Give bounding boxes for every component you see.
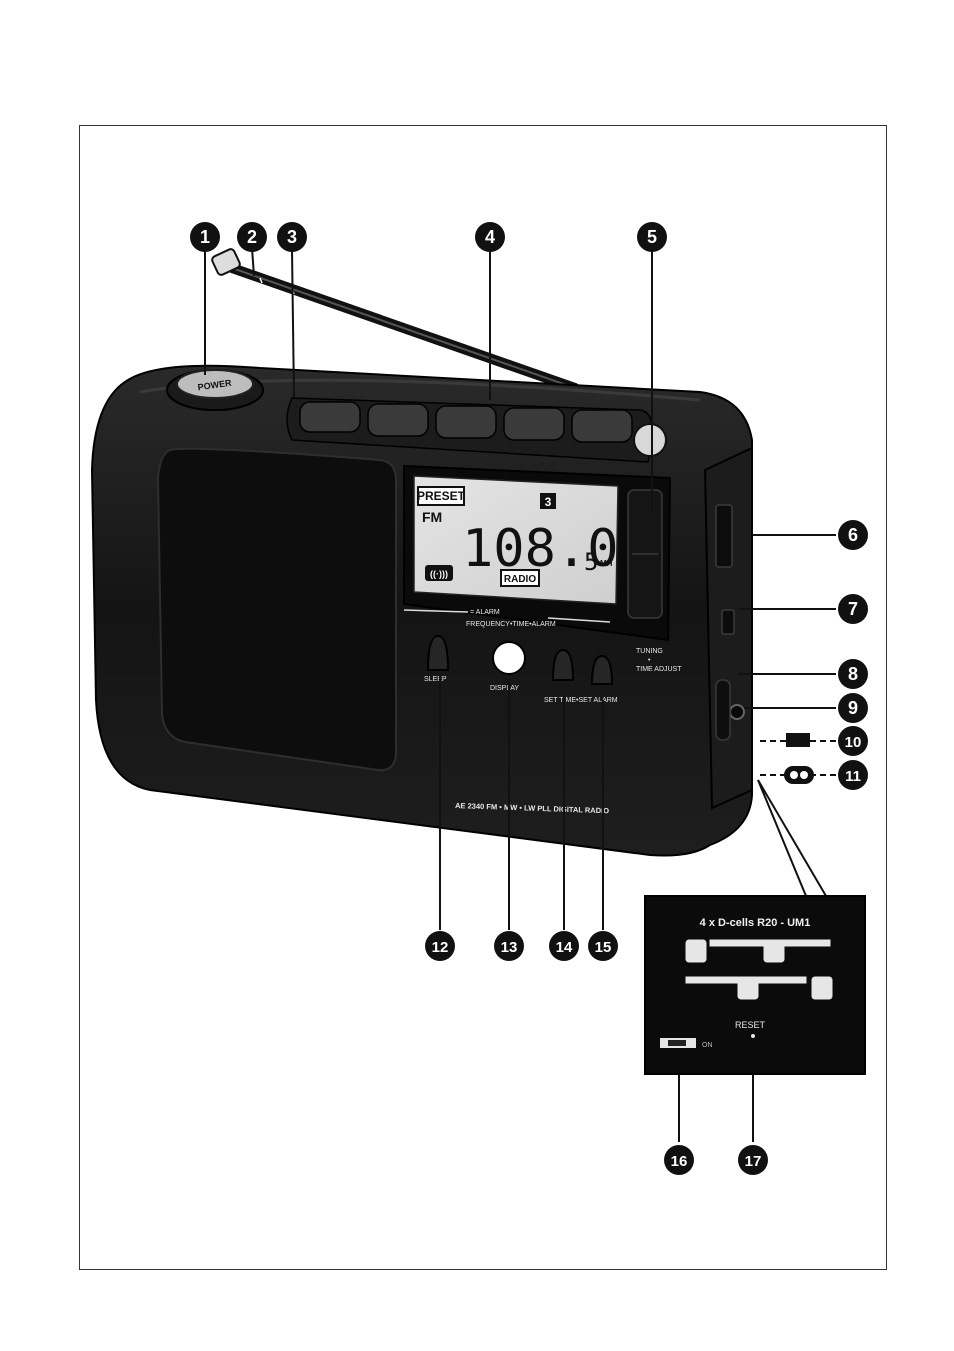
callout-5-label: 5 xyxy=(647,227,657,247)
power-button[interactable]: POWER xyxy=(167,370,263,410)
callout-16-label: 16 xyxy=(671,1153,688,1170)
lcd-signal-icon: ((·))) xyxy=(430,569,448,579)
callout-11-label: 11 xyxy=(845,768,861,785)
reset-label: RESET xyxy=(735,1020,766,1030)
display-button[interactable] xyxy=(493,642,525,674)
battery-compartment-inset: 4 x D-cells R20 - UM1 RESET ON xyxy=(645,896,865,1074)
mains-socket-icon xyxy=(784,766,814,784)
display-modes-label: FREQUENCY•TIME•ALARM xyxy=(466,621,556,628)
callout-12-label: 12 xyxy=(432,939,449,956)
switch-label: ON xyxy=(702,1042,713,1049)
callout-8-label: 8 xyxy=(848,664,858,684)
tuning-label: TUNING xyxy=(636,648,663,655)
callout-1-label: 1 xyxy=(200,227,210,247)
lcd-preset-number: 3 xyxy=(545,495,552,509)
callout-4-label: 4 xyxy=(485,227,495,247)
telescopic-antenna[interactable] xyxy=(211,248,575,388)
callout-17-label: 17 xyxy=(745,1153,762,1170)
callout-13-label: 13 xyxy=(501,939,518,956)
callout-3-label: 3 xyxy=(287,227,297,247)
callout-9-label: 9 xyxy=(848,698,858,718)
lcd-preset-label: PRESET xyxy=(417,489,466,503)
callout-7-label: 7 xyxy=(848,599,858,619)
battery-heading: 4 x D-cells R20 - UM1 xyxy=(700,917,811,929)
sleep-button[interactable] xyxy=(428,636,448,670)
lcd-frequency-suffix: 5 xyxy=(584,548,598,576)
time-adjust-label: TIME ADJUST xyxy=(636,666,682,673)
callout-14-label: 14 xyxy=(556,939,573,956)
display-label: DISPLAY xyxy=(490,685,519,692)
lcd-unit: MH xyxy=(600,559,613,568)
callout-10-label: 10 xyxy=(845,734,862,751)
set-alarm-button[interactable] xyxy=(592,656,612,684)
lcd-band-label: FM xyxy=(422,509,442,525)
sleep-label: SLEEP xyxy=(424,676,447,683)
dc-socket-icon xyxy=(786,733,810,747)
set-time-alarm-label: SET TIME•SET ALARM xyxy=(544,697,618,704)
callout-6-label: 6 xyxy=(848,525,858,545)
callout-15-label: 15 xyxy=(595,939,612,956)
lcd-mode-label: RADIO xyxy=(504,574,536,585)
callout-2-label: 2 xyxy=(247,227,257,247)
speaker-grille xyxy=(158,449,396,770)
alarm-arrow-label: = ALARM xyxy=(470,609,500,616)
set-time-button[interactable] xyxy=(553,650,573,680)
